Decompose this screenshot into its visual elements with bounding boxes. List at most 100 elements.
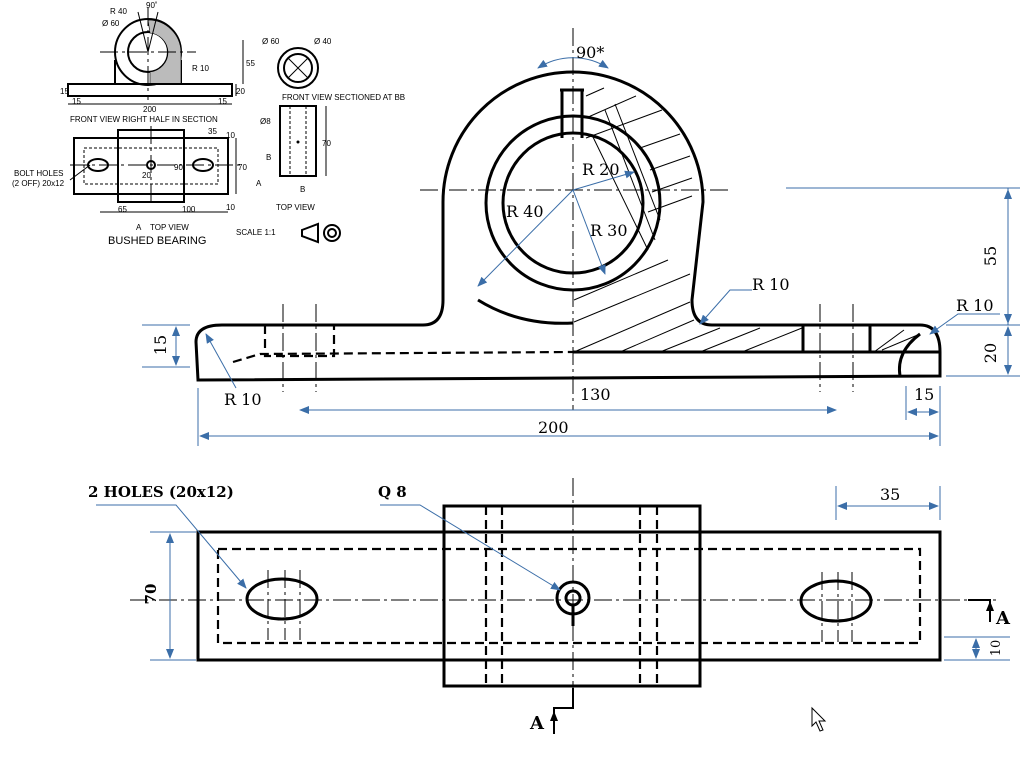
ref-title: BUSHED BEARING [108,235,206,247]
bolt-slot-right [799,579,873,623]
ref-top-centerlines [70,126,240,206]
ref-a2: A [136,223,142,232]
dim-r10-right-leader [929,313,1000,335]
section-a-left-line [553,688,574,734]
ref-top-caption: TOP VIEW [150,223,189,232]
dim-r10-left-leader [205,333,237,389]
dim-10-ext [944,636,1010,661]
housing-outline [194,70,942,382]
mouse-cursor-icon [811,706,827,732]
housing-hidden-lines [484,506,659,686]
oil-hole-leader [380,504,561,591]
right-fillet [897,332,921,377]
ref-20: 20 [142,171,151,180]
ref-dim-vert [235,40,244,96]
ref-10a: 10 [226,131,235,140]
slot-centerlines [267,570,853,642]
ref-side-b2: B [300,185,305,194]
dim-angle-label: 90* [576,43,604,62]
ref-sec-d60: Ø 60 [262,37,280,46]
ref-side-dot [296,140,300,144]
dim-r30-label: R 30 [590,221,628,240]
dim-35-ext [835,486,941,520]
ref-side-rect [279,105,317,177]
dim-r20-leader [572,170,635,191]
section-a-left-label: A [529,713,545,734]
section-a-right-line [968,599,991,622]
dim-15-left-ext [142,324,190,368]
ref-d60: Ø 60 [102,19,120,28]
ref-top-70: 70 [238,163,247,172]
ref-top-dims [100,138,237,213]
ref-angle-lines [137,11,159,53]
ref-side-hidden [289,106,307,176]
dim-r10-left-label: R 10 [224,390,262,409]
ref-d8: Ø8 [260,117,271,126]
ref-section-hatch [147,19,182,85]
ref-angle: 90˚ [146,1,158,10]
dim-10-label: 10 [989,640,1004,657]
dim-angle-arc [537,57,609,69]
housing-top-outline [442,504,702,688]
ref-100: 100 [182,205,196,214]
bolt-hole-left-hidden [263,325,336,358]
section-a-right-label: A [995,608,1011,629]
bolt-hole-right [801,325,872,352]
ref-r40: R 40 [110,7,127,16]
ref-section-inner [283,53,313,83]
ref-base [67,83,233,97]
dim-70-ext [150,531,196,661]
dim-r10-top-leader [699,289,752,325]
bolt-slot-left [245,577,319,621]
ref-20: 20 [236,87,245,96]
ref-scale: SCALE 1:1 [236,228,276,237]
ref-15c: 15 [218,97,227,106]
ref-bolt-holes-2: (2 OFF) 20x12 [12,179,65,188]
base-hidden-rect [216,547,922,645]
ref-section-caption: FRONT VIEW SECTIONED AT BB [282,93,405,102]
dim-15-left-label: 15 [151,335,170,355]
dim-70-label: 70 [142,584,160,605]
ref-10b: 10 [226,203,235,212]
ref-top-caption2: TOP VIEW [276,203,315,212]
oil-hole-label: Q 8 [378,483,407,501]
dim-r10-right-label: R 10 [956,296,994,315]
ref-55: 55 [246,59,255,68]
ref-15b: 15 [72,97,81,106]
ref-scale-circle-outer [323,224,341,242]
reference-thumbnail: R 40 Ø 60 90˚ R 10 55 20 15 15 15 200 FR… [12,1,405,247]
ref-35: 35 [208,127,217,136]
top-view: 2 HOLES (20x12) Q 8 35 70 10 A A [88,478,1011,734]
ref-side-b1: B [266,153,271,162]
dim-r40-label: R 40 [506,202,544,221]
ref-side-70: 70 [322,139,331,148]
ref-15a: 15 [60,87,69,96]
base-plate-outline [196,530,942,662]
dim-200-ext [197,388,941,446]
dim-200-label: 200 [538,418,569,437]
ref-sec-d40: Ø 40 [314,37,332,46]
dim-r40-leader [477,189,574,287]
dim-130-label: 130 [580,385,611,404]
front-view: 90* R 20 R 40 R 30 R 10 R 10 R 10 55 20 … [142,28,1020,446]
ref-scale-circle-inner [327,228,337,238]
base-hidden-line [232,350,574,364]
holes-label: 2 HOLES (20x12) [88,483,234,501]
housing-lower-arc [477,298,574,325]
ref-200: 200 [143,105,157,114]
dim-55-label: 55 [981,246,1000,266]
oil-hole-front [560,88,584,138]
holes-leader [96,504,247,589]
ref-65: 65 [118,205,127,214]
ref-90: 90 [174,163,183,172]
dim-r30-leader [572,189,606,275]
dim-35-label: 35 [880,485,900,504]
bolt-hole-centerlines [282,304,854,392]
ref-bolt-leader [69,164,91,181]
ref-a: A [256,179,262,188]
ref-section-outer [277,47,319,89]
dim-r20-label: R 20 [582,160,620,179]
ref-section-cross [287,57,309,79]
ref-r10: R 10 [192,64,209,73]
